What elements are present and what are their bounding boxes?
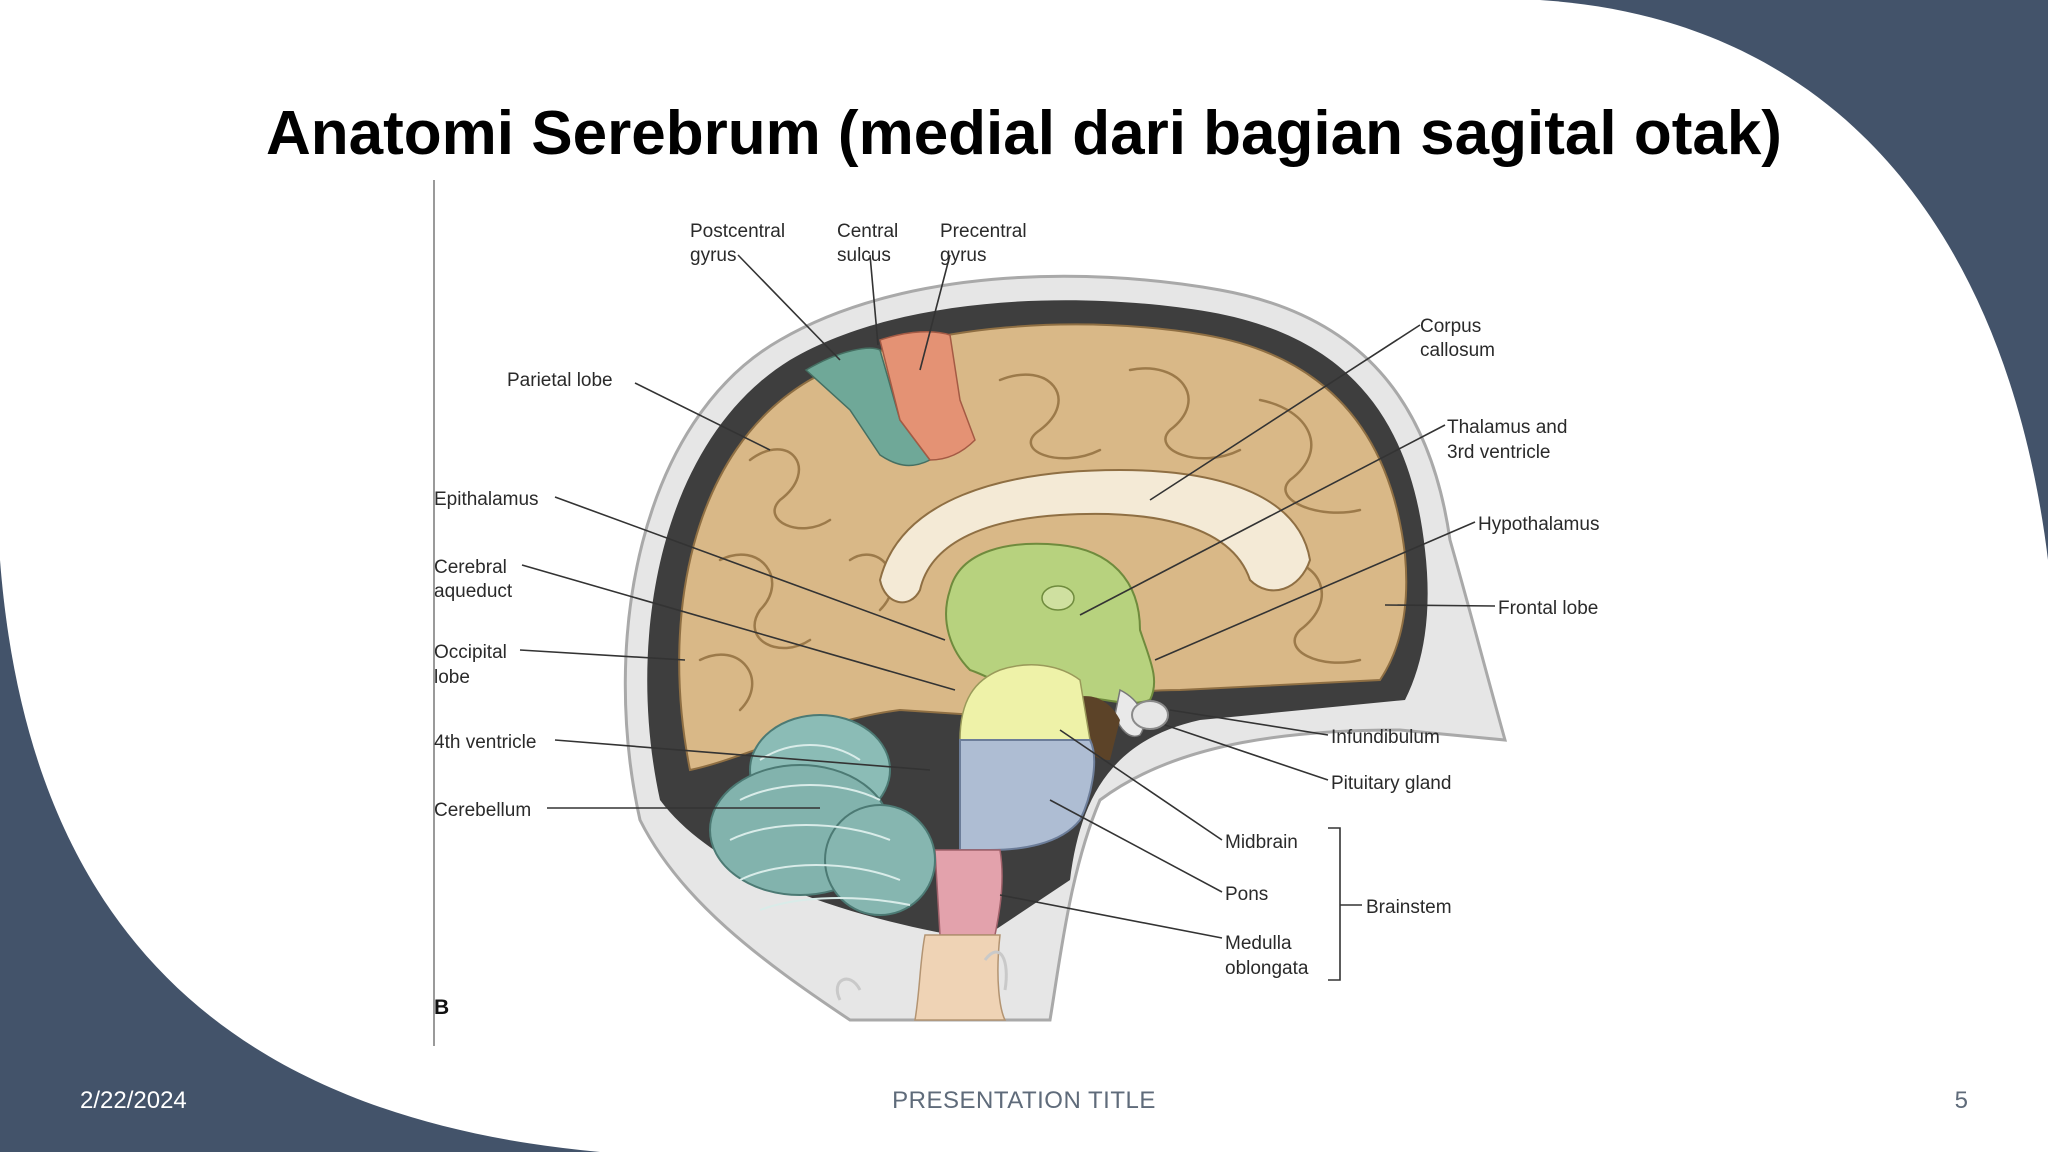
label-hypothalamus: Hypothalamus — [1478, 514, 1599, 535]
medulla — [934, 849, 1003, 936]
label-occipital-lobe-1: Occipital — [434, 642, 507, 663]
corpus-callosum — [878, 468, 1312, 604]
label-pons: Pons — [1225, 884, 1268, 905]
label-midbrain: Midbrain — [1225, 832, 1298, 853]
label-medulla-oblongata-1: Medulla — [1225, 933, 1292, 954]
pons — [959, 739, 1096, 851]
label-parietal-lobe: Parietal lobe — [507, 370, 613, 391]
cerebellum — [709, 714, 936, 916]
label-central-sulcus-1: Central — [837, 221, 898, 242]
label-infundibulum: Infundibulum — [1331, 727, 1440, 748]
label-thalamus-1: Thalamus and — [1447, 417, 1567, 438]
label-occipital-lobe-2: lobe — [434, 667, 470, 688]
panel-letter: B — [434, 996, 449, 1019]
footer-page-number: 5 — [1954, 1087, 1968, 1114]
spinal-cord — [914, 934, 1007, 1021]
label-cerebral-aqueduct-2: aqueduct — [434, 581, 513, 602]
label-central-sulcus-2: sulcus — [837, 245, 891, 266]
footer-presentation-title: PRESENTATION TITLE — [892, 1087, 1156, 1114]
label-corpus-callosum-2: callosum — [1420, 340, 1495, 361]
label-cerebellum: Cerebellum — [434, 800, 531, 821]
label-pituitary-gland: Pituitary gland — [1331, 773, 1451, 794]
label-postcentral-gyrus-2: gyrus — [690, 245, 736, 266]
label-4th-ventricle: 4th ventricle — [434, 732, 536, 753]
pituitary-gland — [1131, 700, 1169, 730]
footer-date: 2/22/2024 — [80, 1087, 187, 1114]
slide-title: Anatomi Serebrum (medial dari bagian sag… — [266, 99, 1782, 168]
label-corpus-callosum-1: Corpus — [1420, 316, 1481, 337]
label-thalamus-2: 3rd ventricle — [1447, 442, 1551, 463]
label-cerebral-aqueduct-1: Cerebral — [434, 557, 507, 578]
label-postcentral-gyrus-1: Postcentral — [690, 221, 785, 242]
precentral-gyrus — [879, 330, 976, 461]
label-frontal-lobe: Frontal lobe — [1498, 598, 1598, 619]
label-precentral-gyrus-2: gyrus — [940, 245, 986, 266]
label-precentral-gyrus-1: Precentral — [940, 221, 1027, 242]
label-epithalamus: Epithalamus — [434, 489, 539, 510]
label-medulla-oblongata-2: oblongata — [1225, 958, 1309, 979]
label-brainstem: Brainstem — [1366, 897, 1452, 918]
thalamus — [945, 542, 1156, 704]
